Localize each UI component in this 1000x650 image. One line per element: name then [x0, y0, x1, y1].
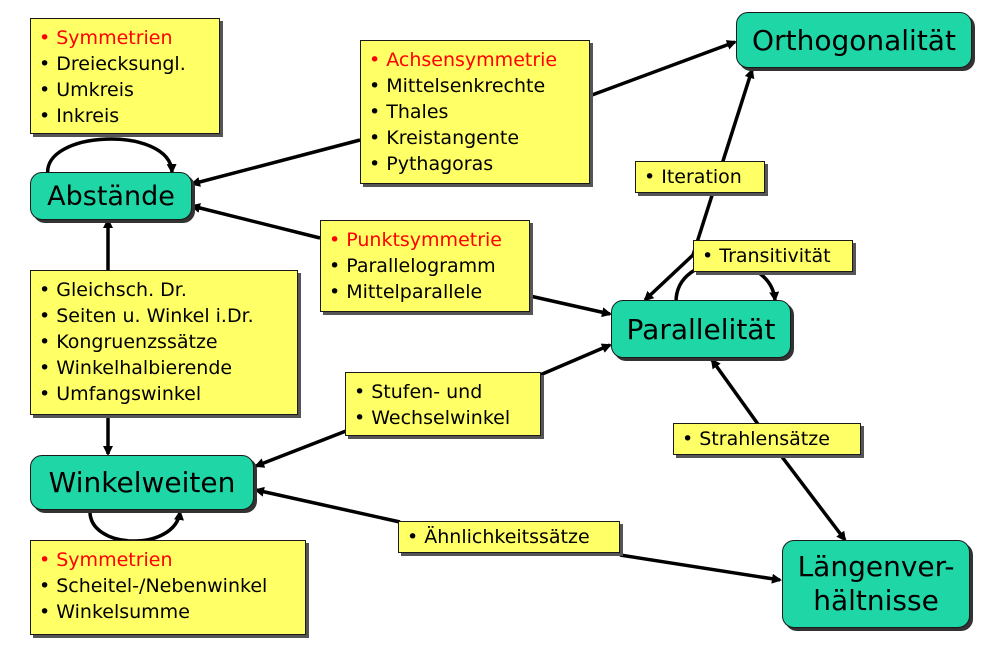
- node-abstaende: Abstände: [30, 172, 192, 220]
- box-winkel-properties: Symmetrien Scheitel-/Nebenwinkel Winkels…: [30, 540, 306, 635]
- box-item: Parallelogramm: [329, 253, 521, 279]
- box-stufen-wechselwinkel: Stufen- und Wechselwinkel: [345, 372, 541, 436]
- node-winkelweiten: Winkelweiten: [30, 455, 254, 510]
- arrow-stufen-to-winkel: [254, 429, 347, 468]
- arrow-to-abstaende-top: [190, 138, 361, 187]
- box-item: Winkelhalbierende: [39, 355, 289, 381]
- box-item: Gleichsch. Dr.: [39, 277, 289, 303]
- node-orthogonalitaet-label: Orthogonalität: [752, 23, 956, 57]
- node-parallelitaet: Parallelität: [611, 300, 791, 358]
- box-strahlensaetze: Strahlensätze: [673, 423, 861, 455]
- box-item: Umkreis: [39, 77, 211, 103]
- node-winkelweiten-label: Winkelweiten: [48, 466, 236, 499]
- arrow-parallel-ortho-down: [643, 253, 695, 302]
- box-item: Punktsymmetrie: [329, 227, 521, 253]
- box-item: Thales: [369, 99, 581, 125]
- box-item: Scheitel-/Nebenwinkel: [39, 573, 297, 599]
- node-abstaende-label: Abstände: [47, 180, 175, 212]
- node-laengenverhaeltnisse: Längenver- hältnisse: [782, 540, 970, 628]
- box-item: Kreistangente: [369, 125, 581, 151]
- box-item: Dreiecksungl.: [39, 51, 211, 77]
- box-aehnlichkeitssaetze: Ähnlichkeitssätze: [398, 521, 620, 553]
- box-abstaende-properties: Symmetrien Dreiecksungl. Umkreis Inkreis: [30, 18, 220, 134]
- node-parallelitaet-label: Parallelität: [626, 312, 776, 346]
- node-laengen-line1: Längenver-: [797, 550, 955, 583]
- box-item: Transitivität: [702, 244, 844, 268]
- arrow-winkel-loop: [88, 509, 184, 543]
- arrow-abstaende-loop: [46, 137, 177, 177]
- box-iteration: Iteration: [635, 161, 765, 193]
- box-item: Ähnlichkeitssätze: [407, 525, 611, 549]
- box-item: Mittelparallele: [329, 279, 521, 305]
- box-item: Symmetrien: [39, 25, 211, 51]
- box-item: Achsensymmetrie: [369, 47, 581, 73]
- box-item: Wechselwinkel: [354, 405, 532, 431]
- arrow-to-abstaende-middle: [190, 203, 321, 240]
- node-laengen-line2: hältnisse: [813, 584, 939, 617]
- box-transitivitaet: Transitivität: [693, 240, 853, 272]
- node-orthogonalitaet: Orthogonalität: [736, 12, 972, 68]
- box-item: Iteration: [644, 165, 756, 189]
- box-item: Seiten u. Winkel i.Dr.: [39, 303, 289, 329]
- box-item: Kongruenzssätze: [39, 329, 289, 355]
- box-orthogonal-properties: Achsensymmetrie Mittelsenkrechte Thales …: [360, 40, 590, 184]
- box-parallel-properties: Punktsymmetrie Parallelogramm Mittelpara…: [320, 220, 530, 312]
- box-winkel-abstaende-properties: Gleichsch. Dr. Seiten u. Winkel i.Dr. Ko…: [30, 270, 298, 415]
- arrow-to-orthogonalitaet: [591, 40, 737, 97]
- arrow-stufen-to-parallel: [539, 343, 612, 377]
- box-item: Strahlensätze: [682, 427, 852, 451]
- box-item: Pythagoras: [369, 151, 581, 177]
- box-item: Mittelsenkrechte: [369, 73, 581, 99]
- box-item: Symmetrien: [39, 547, 297, 573]
- arrow-to-winkelweiten-right: [254, 486, 401, 524]
- box-item: Umfangswinkel: [39, 381, 289, 407]
- arrow-to-parallelitaet: [529, 294, 612, 318]
- box-item: Inkreis: [39, 103, 211, 129]
- box-item: Stufen- und: [354, 379, 532, 405]
- arrow-to-laengen: [771, 443, 847, 542]
- arrow-to-laengen-left: [619, 553, 782, 584]
- box-item: Winkelsumme: [39, 599, 297, 625]
